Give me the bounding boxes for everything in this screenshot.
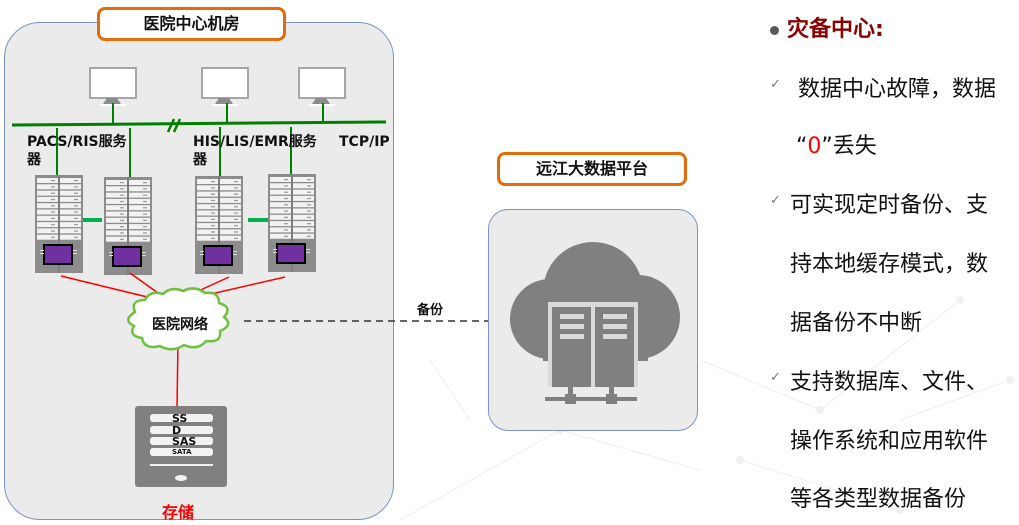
workstation-icon — [298, 67, 346, 106]
storage-device-icon — [135, 406, 227, 487]
info-item-3-line-3: 等各类型数据备份 — [790, 487, 967, 512]
cloud-server-icon — [510, 242, 680, 404]
info-item-3-line-2: 操作系统和应用软件 — [790, 429, 989, 454]
storage-disk-labels: SS D SAS SATA — [172, 412, 197, 456]
workstation-icon — [89, 67, 137, 106]
checkmark-icon: ✓ — [770, 370, 781, 385]
checkmark-icon: ✓ — [770, 193, 781, 208]
server-rack-icon — [195, 176, 243, 274]
server-rack-icon — [268, 174, 316, 272]
hospital-datacenter-title: 医院中心机房 — [97, 7, 286, 41]
info-item-2-line-3: 据备份不中断 — [790, 311, 923, 336]
storage-label: 存储 — [162, 503, 195, 522]
bullet-icon — [770, 25, 779, 35]
info-heading: 灾备中心: — [770, 11, 884, 43]
his-lis-emr-server-label: HIS/LIS/EMR服务 器 — [193, 134, 317, 168]
platform-title: 远江大数据平台 — [497, 152, 687, 186]
backup-label: 备份 — [417, 303, 444, 318]
hospital-network-cloud — [127, 287, 230, 351]
backup-dashed-link — [244, 320, 490, 322]
workstation-icon — [201, 67, 249, 106]
info-item-2-line-2: 持本地缓存模式，数 — [790, 252, 989, 277]
info-item-2: ✓ 可实现定时备份、支 — [770, 193, 989, 218]
hospital-network-diagram — [11, 67, 387, 487]
pacs-ris-server-label: PACS/RIS服务 器 — [27, 134, 127, 168]
checkmark-icon: ✓ — [770, 77, 781, 92]
network-bus-line — [11, 120, 387, 127]
hospital-network-label: 医院网络 — [152, 317, 208, 333]
server-rack-icon — [104, 177, 152, 275]
tcp-ip-label: TCP/IP — [339, 134, 390, 150]
bus-break-mark — [166, 118, 182, 133]
info-item-1-line-2: “0”丢失 — [796, 134, 877, 159]
server-rack-icon — [35, 175, 83, 273]
zero-highlight: 0 — [807, 134, 822, 159]
info-item-3: ✓ 支持数据库、文件、 — [770, 370, 989, 395]
info-item-1: ✓ 数据中心故障，数据 — [770, 77, 997, 102]
